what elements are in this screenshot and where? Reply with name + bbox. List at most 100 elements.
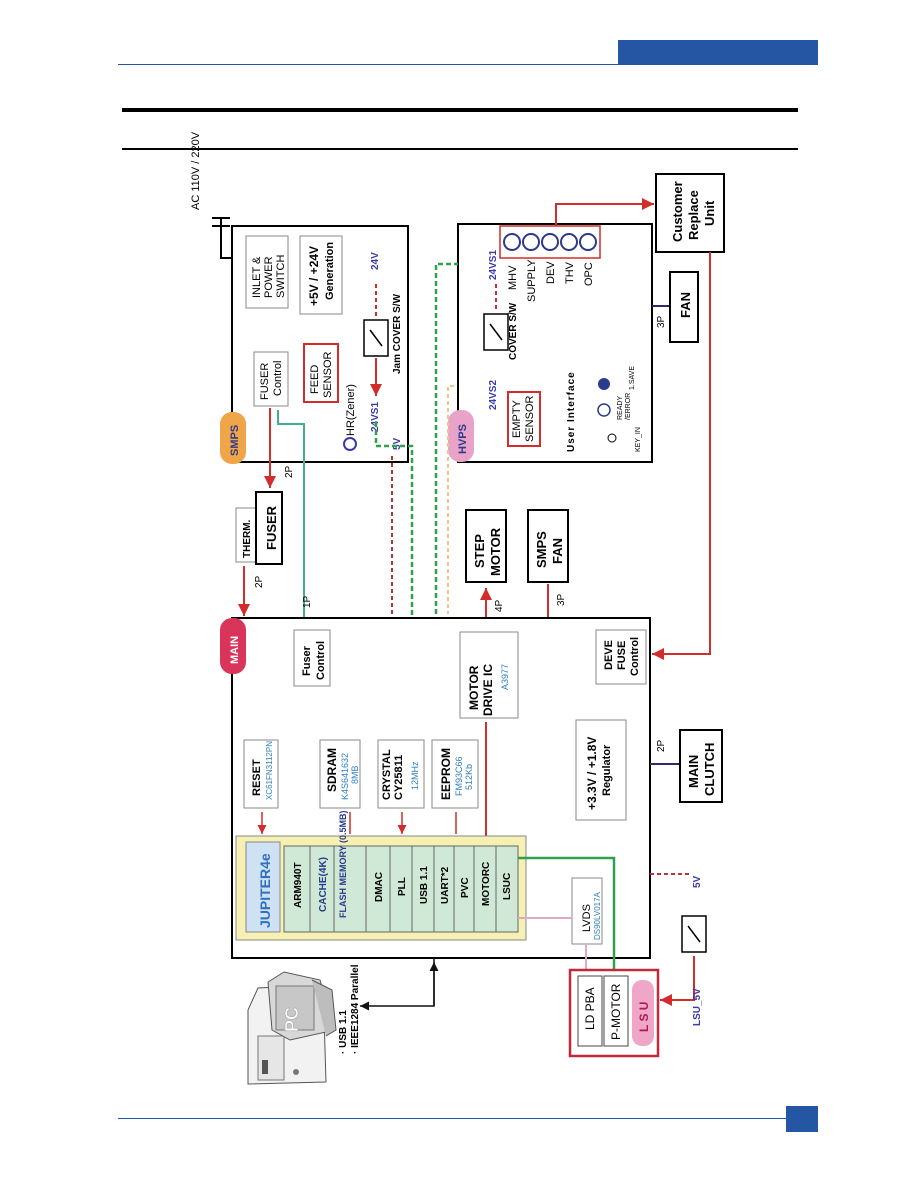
- sdram-part2: 8MB: [350, 765, 360, 784]
- step-4p-label: 4P: [494, 599, 505, 612]
- hv-out-opc: OPC: [583, 262, 595, 286]
- step-line1: STEP: [472, 534, 487, 568]
- header-line: [118, 64, 818, 65]
- main-clutch-box: [679, 729, 723, 803]
- therm-2p-label: 2P: [254, 575, 265, 588]
- fuser-control-line1: Fuser: [301, 645, 313, 676]
- regulator-box: [575, 719, 627, 821]
- jupiter-block-arm: ARM940T: [293, 862, 304, 908]
- hvps-tag-label: HVPS: [457, 424, 469, 454]
- fuser-box: [255, 491, 283, 565]
- empty-line1: EMPTY: [511, 399, 523, 438]
- smps-fan-box: [527, 509, 569, 583]
- hv-out-dev: DEV: [545, 261, 557, 284]
- header-bar: [618, 40, 818, 64]
- lsu-tag: [632, 980, 654, 1046]
- sdram-label: SDRAM: [325, 748, 339, 792]
- clutch-2p-label: 2P: [656, 739, 667, 752]
- eeprom-part2: 512Kb: [464, 764, 474, 790]
- hv-output-terminals: [503, 233, 597, 251]
- feed-sensor-box: [303, 343, 339, 403]
- ld-pba-box: [577, 975, 603, 1047]
- cru-line2: Replace: [686, 190, 701, 240]
- ui-save: 1.SAVE: [629, 366, 636, 390]
- motor-line2: DRIVE IC: [481, 664, 495, 716]
- p-motor-box: [603, 975, 629, 1047]
- reset-label: RESET: [251, 759, 263, 796]
- hv-out-supply: SUPPLY: [526, 259, 538, 302]
- smps-fan-line2: FAN: [550, 538, 565, 564]
- inlet-box: [245, 235, 289, 309]
- sdram-box: [319, 739, 361, 809]
- ui-title: User Interface: [566, 371, 577, 452]
- step-line2: MOTOR: [488, 527, 503, 576]
- crystal-line2: CY25811: [393, 755, 405, 800]
- hv-output-bracket: [499, 225, 601, 259]
- fuser-1p-label: 1P: [302, 595, 313, 608]
- ui-error: /ERROR: [625, 393, 632, 420]
- lsu-tag-label: L S U: [637, 1002, 651, 1032]
- crystal-freq: 12MHz: [410, 761, 420, 790]
- eeprom-part1: FM93C66: [454, 756, 464, 796]
- lvds-part: DS90LV017A: [593, 891, 602, 940]
- jupiter-block-lsuc: LSUC: [502, 873, 513, 900]
- footer-line: [118, 1118, 786, 1119]
- clutch-line2: CLUTCH: [702, 743, 717, 796]
- inlet-line3: SWITCH: [275, 255, 287, 298]
- fuser-ctrl-line1: FUSER: [259, 363, 271, 400]
- jupiter-block-dmac: DMAC: [374, 872, 385, 902]
- crystal-box: [377, 739, 425, 809]
- hvps-cover-label: COVER S/W: [508, 302, 519, 360]
- empty-line2: SENSOR: [524, 395, 536, 442]
- pc-link-usb: · USB 1.1: [338, 1010, 349, 1054]
- jupiter-block-usb: USB 1.1: [419, 866, 430, 904]
- reset-box: [243, 739, 279, 809]
- jupiter-block-flash: FLASH MEMORY (0.5MB): [338, 810, 348, 918]
- pc-label: PC: [282, 1007, 302, 1032]
- ui-key-in: KEY_IN: [635, 427, 642, 452]
- fuser-label: FUSER: [264, 505, 279, 550]
- smps-24vs1: 24VS1: [370, 402, 381, 432]
- lvds-box: [571, 877, 603, 945]
- ui-ready-led-icon: [597, 403, 611, 417]
- smps-tag: [220, 412, 246, 464]
- regulator-line2: Regulator: [601, 744, 613, 796]
- title-rule-top: [122, 108, 798, 112]
- cru-box: [655, 173, 725, 253]
- eeprom-box: [431, 739, 479, 809]
- jupiter-title: JUPITER4e: [257, 853, 273, 928]
- fan-box: [669, 271, 699, 343]
- fuser-control-main-box: [293, 629, 331, 687]
- empty-sensor-box: [507, 391, 541, 447]
- hvps-24vs1: 24VS1: [488, 250, 499, 280]
- crystal-line1: CRYSTAL: [381, 749, 393, 800]
- hvps-tag: [448, 410, 474, 462]
- fuser-control-box: [253, 351, 289, 407]
- fan-label: FAN: [678, 292, 693, 318]
- deve-fuse-control-box: [595, 629, 647, 685]
- user-interface-panel: User Interface KEY_IN READY /ERROR 1.SAV…: [566, 366, 642, 452]
- ld-pba-label: LD PBA: [583, 987, 597, 1030]
- deve-line2: FUSE: [616, 641, 628, 670]
- fuser-control-line2: Control: [315, 641, 327, 680]
- inlet-line1: INLET &: [251, 256, 263, 298]
- fuser-2p-label: 2P: [284, 465, 295, 478]
- hv-out-thv: THV: [564, 261, 576, 284]
- generation-box: [299, 235, 343, 315]
- jupiter-block-pvc: PVC: [460, 877, 471, 898]
- fuser-ctrl-line2: Control: [272, 361, 284, 396]
- lvds-label: LVDS: [581, 904, 593, 932]
- title-rule-bottom: [122, 148, 798, 150]
- footer-page-box: [786, 1106, 818, 1132]
- pc-link-parallel: · IEEE1284 Parallel: [350, 964, 361, 1054]
- gen-line1: +5V / +24V: [307, 246, 321, 306]
- ui-key-icon: [607, 433, 617, 443]
- smps-24v: 24V: [370, 252, 381, 270]
- feed-line1: FEED: [309, 365, 321, 394]
- ui-ready: READY: [617, 396, 624, 420]
- regulator-line1: +3.3V / +1.8V: [585, 737, 599, 810]
- hr-zener-icon: [343, 437, 357, 451]
- jupiter-block-uart: UART*2: [440, 866, 451, 904]
- jupiter-blocks: [283, 845, 519, 933]
